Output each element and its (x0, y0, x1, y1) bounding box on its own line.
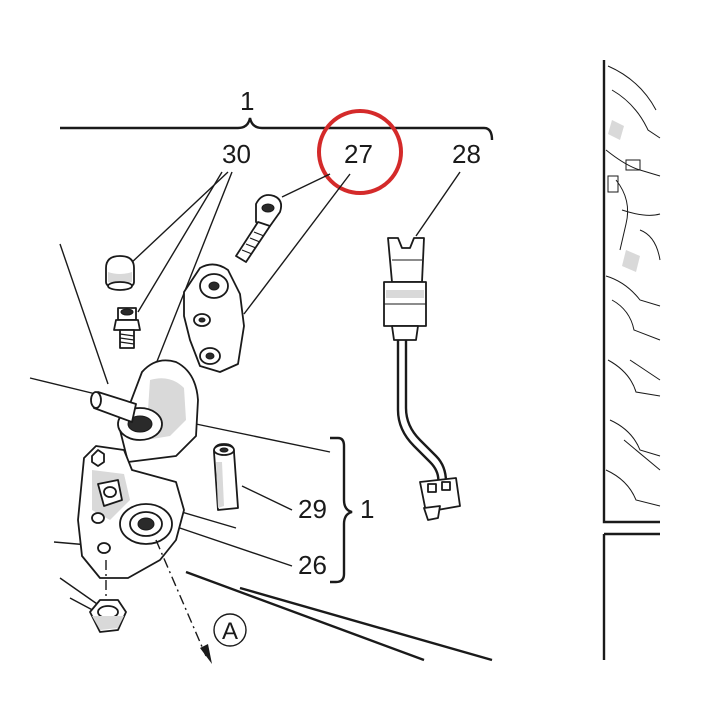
callout-caps: 30 (222, 139, 251, 169)
lever-body (77, 359, 199, 579)
bleed-nipple (113, 307, 141, 349)
svg-text:A: A (222, 618, 238, 645)
axis-lines (105, 539, 493, 664)
view-marker: A (213, 613, 247, 647)
callout-bolt: 27 (344, 139, 373, 169)
assembly-bracket-top (60, 117, 494, 141)
clamp-bolt (235, 194, 283, 263)
brake-light-switch (383, 237, 461, 521)
highlight-circle (317, 109, 403, 195)
callout-pin: 29 (298, 494, 327, 524)
assembly-bracket-side (330, 436, 353, 584)
handlebar-clamp (183, 263, 245, 373)
dust-cap (105, 255, 135, 291)
pivot-pin (213, 443, 239, 511)
callout-assembly-side: 1 (360, 494, 374, 524)
callout-bushing: 26 (298, 550, 327, 580)
adjacent-page-fragment (602, 60, 661, 660)
callout-switch: 28 (452, 139, 481, 169)
lower-nut (89, 599, 127, 633)
callout-assembly-top: 1 (240, 86, 254, 116)
